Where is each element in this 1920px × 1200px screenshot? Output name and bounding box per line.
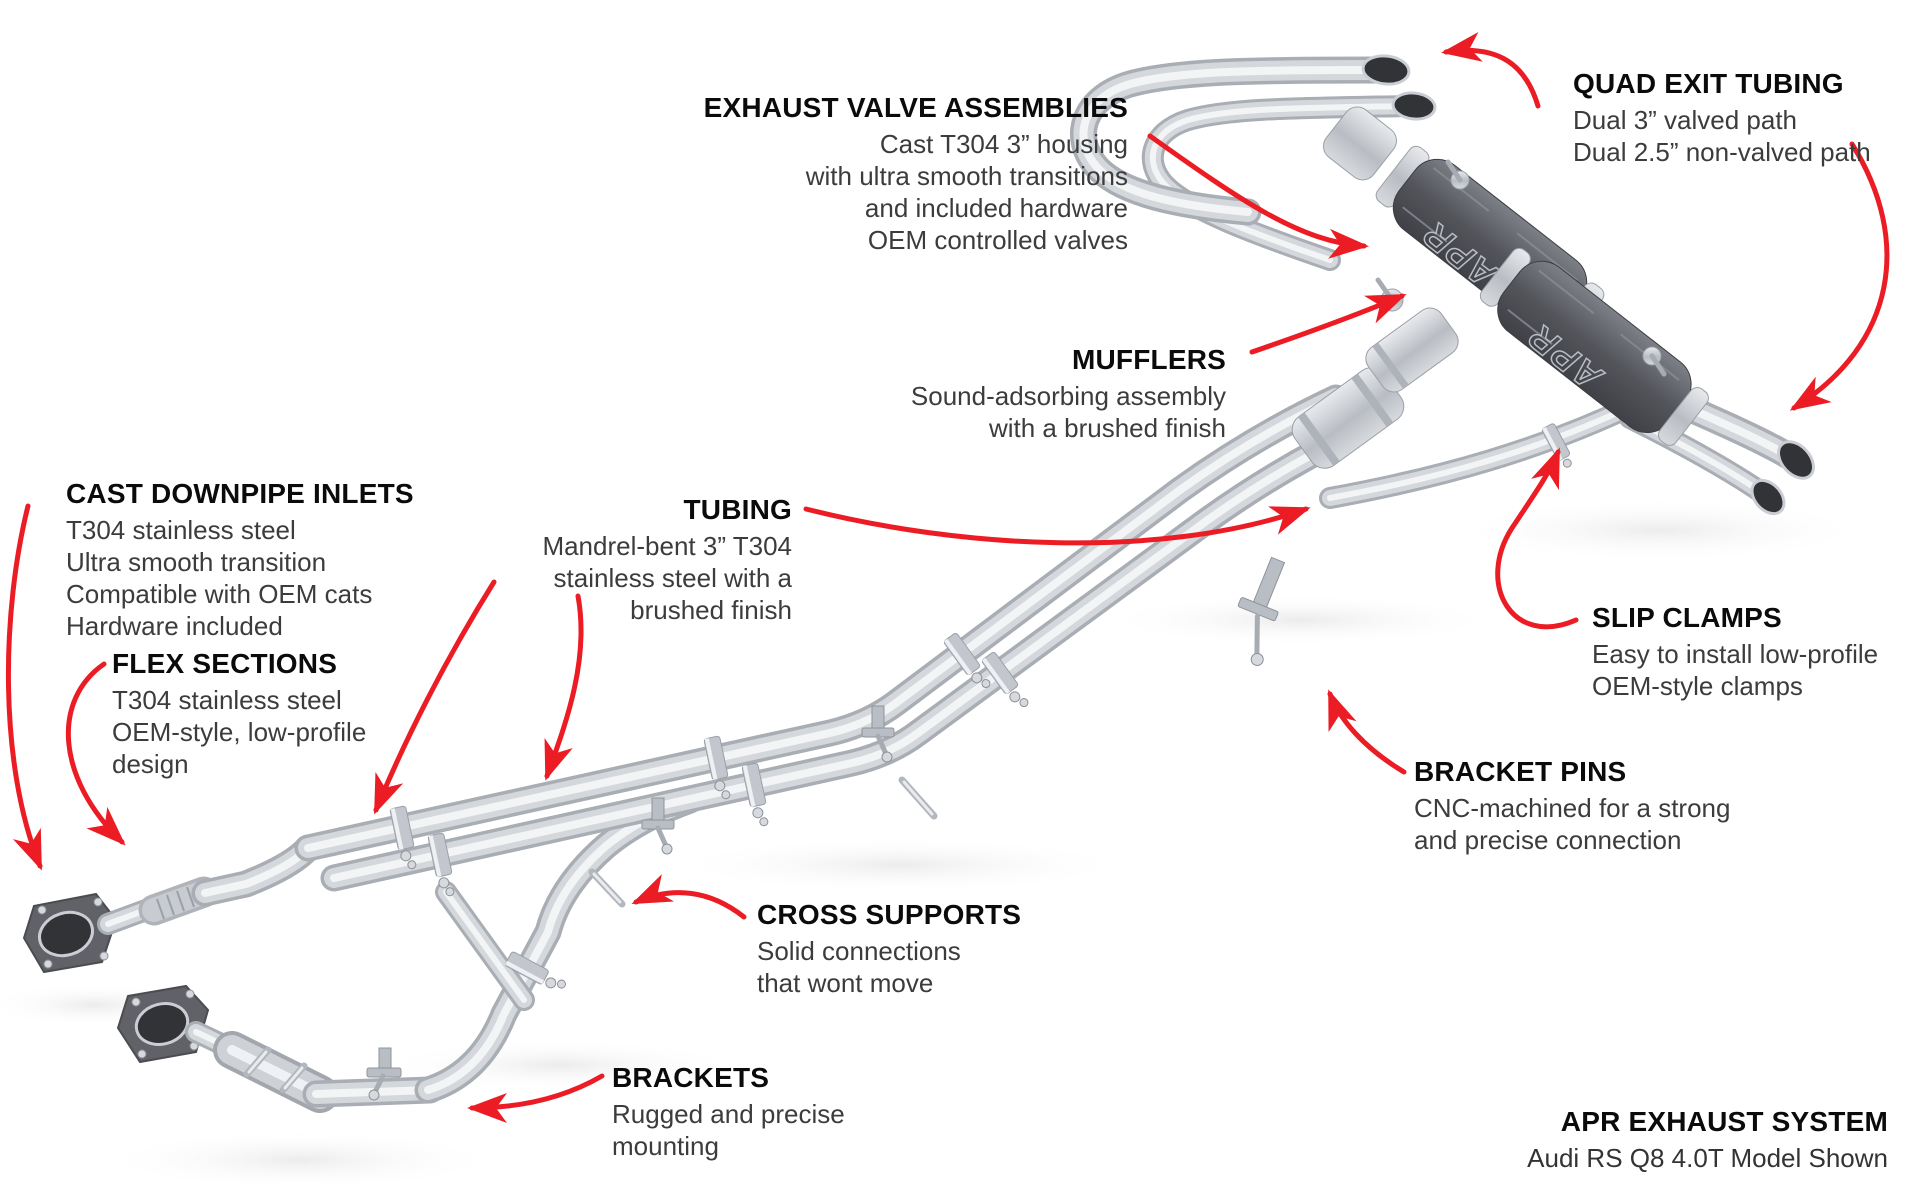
slip-clamp xyxy=(703,735,731,800)
slip-clamp xyxy=(741,762,769,827)
product-footer: APR EXHAUST SYSTEM Audi RS Q8 4.0T Model… xyxy=(1527,1106,1888,1174)
arrow-tubing-left xyxy=(373,579,497,815)
bracket xyxy=(641,797,675,855)
callout-body: Sound-adsorbing assembly with a brushed … xyxy=(910,381,1226,443)
footer-subtitle: Audi RS Q8 4.0T Model Shown xyxy=(1527,1143,1888,1173)
arrow-quad-exit-top xyxy=(1441,32,1541,109)
downpipe-inlet-left xyxy=(22,892,162,974)
callout-flex-sections: FLEX SECTIONS T304 stainless steel OEM-s… xyxy=(112,648,366,780)
callout-body: CNC-machined for a strong and precise co… xyxy=(1414,793,1731,855)
slip-clamp xyxy=(943,632,991,689)
arrow-quad-exit-right xyxy=(1789,141,1890,411)
callout-brackets: BRACKETS Rugged and precise mounting xyxy=(612,1062,845,1162)
callout-title: BRACKETS xyxy=(612,1062,770,1093)
exhaust-valve-housing xyxy=(1365,307,1459,393)
callout-body: Mandrel-bent 3” T304 stainless steel wit… xyxy=(542,531,792,625)
quad-exit-lower-tubes xyxy=(1630,392,1815,516)
arrow-tubing-mid xyxy=(544,593,584,781)
slip-clamp xyxy=(981,651,1029,708)
slip-clamp xyxy=(505,951,566,989)
cat-section xyxy=(232,1050,430,1094)
exhaust-valve-housing xyxy=(1291,367,1405,469)
callout-quad-exit-tubing: QUAD EXIT TUBING Dual 3” valved path Dua… xyxy=(1573,68,1871,168)
arrow-exhaust-valve-assemblies xyxy=(1147,133,1369,259)
bracket xyxy=(861,705,895,763)
quad-exit-upper-tubes xyxy=(1083,54,1437,260)
arrow-cross-supports xyxy=(631,874,747,920)
callout-body: Dual 3” valved path Dual 2.5” non-valved… xyxy=(1573,105,1871,167)
downpipe-inlet-right xyxy=(116,984,238,1064)
callout-title: FLEX SECTIONS xyxy=(112,648,338,679)
cross-support xyxy=(588,776,938,908)
callout-body: Rugged and precise mounting xyxy=(612,1099,845,1161)
callout-exhaust-valve-assemblies: EXHAUST VALVE ASSEMBLIES Cast T304 3” ho… xyxy=(704,92,1128,256)
callout-title: BRACKET PINS xyxy=(1414,756,1627,787)
callout-title: CAST DOWNPIPE INLETS xyxy=(66,478,414,509)
bracket xyxy=(366,1047,402,1101)
callout-mufflers: MUFFLERS Sound-adsorbing assembly with a… xyxy=(911,344,1226,444)
arrow-tubing-right xyxy=(803,506,1311,546)
arrow-flex-sections xyxy=(65,661,126,846)
callout-title: TUBING xyxy=(683,494,792,525)
callout-body: T304 stainless steel OEM-style, low-prof… xyxy=(112,685,367,779)
muffler-assembly: APR APR xyxy=(1323,106,1709,446)
callout-cast-downpipe-inlets: CAST DOWNPIPE INLETS T304 stainless stee… xyxy=(66,478,414,642)
callout-body: Easy to install low-profile OEM-style cl… xyxy=(1592,639,1879,701)
callout-body: Solid connections that wont move xyxy=(757,936,961,998)
callout-cross-supports: CROSS SUPPORTS Solid connections that wo… xyxy=(757,899,1021,999)
muffler-inlet-cap xyxy=(1323,106,1397,181)
callout-bracket-pins: BRACKET PINS CNC-machined for a strong a… xyxy=(1414,756,1730,856)
callout-title: MUFFLERS xyxy=(1071,344,1226,375)
slip-clamp xyxy=(389,805,417,870)
arrow-mufflers xyxy=(1249,293,1407,355)
callout-title: SLIP CLAMPS xyxy=(1592,602,1782,633)
callout-tubing: TUBING Mandrel-bent 3” T304 stainless st… xyxy=(542,494,792,626)
callout-slip-clamps: SLIP CLAMPS Easy to install low-profile … xyxy=(1592,602,1878,702)
arrow-cast-downpipe-inlets xyxy=(5,503,43,871)
callout-body: T304 stainless steel Ultra smooth transi… xyxy=(66,515,373,641)
arrow-slip-clamps xyxy=(1495,447,1579,630)
callout-title: QUAD EXIT TUBING xyxy=(1573,68,1844,99)
callout-body: Cast T304 3” housing with ultra smooth t… xyxy=(805,129,1128,255)
arrow-bracket-pins xyxy=(1327,689,1407,775)
footer-title: APR EXHAUST SYSTEM xyxy=(1560,1106,1888,1137)
slip-clamp xyxy=(427,832,455,897)
callout-title: CROSS SUPPORTS xyxy=(757,899,1022,930)
callout-title: EXHAUST VALVE ASSEMBLIES xyxy=(703,92,1128,123)
arrow-brackets xyxy=(467,1073,605,1123)
bracket-pin xyxy=(1237,556,1286,666)
flex-section-left xyxy=(154,883,204,919)
